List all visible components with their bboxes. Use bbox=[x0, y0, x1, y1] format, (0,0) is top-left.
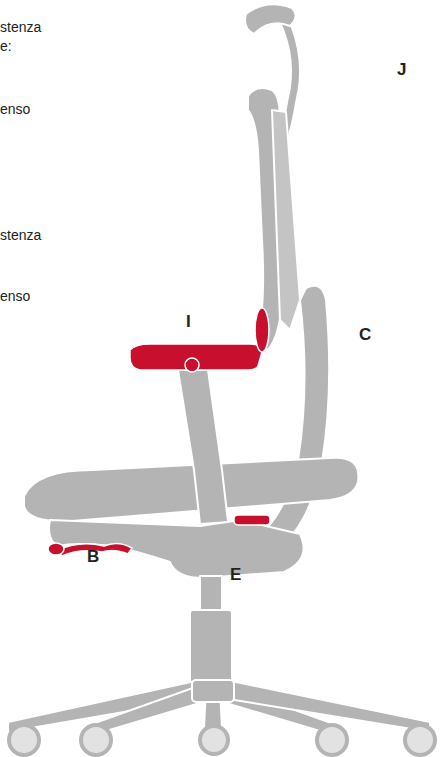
caster bbox=[81, 725, 111, 755]
column-sleeve bbox=[190, 610, 232, 684]
lever-knob bbox=[48, 543, 64, 555]
callout-letter: I bbox=[186, 312, 191, 332]
cropped-note: enso bbox=[0, 288, 30, 305]
callout-letter: B bbox=[87, 547, 99, 567]
cropped-note: enso bbox=[0, 101, 30, 118]
gas-cylinder bbox=[200, 576, 222, 612]
armrest-button bbox=[185, 358, 199, 372]
base-hub bbox=[192, 680, 234, 702]
cropped-note: stenza bbox=[0, 227, 41, 244]
lumbar-knob bbox=[255, 308, 269, 352]
caster bbox=[9, 725, 39, 755]
backrest-mesh bbox=[272, 110, 300, 330]
caster bbox=[200, 726, 228, 754]
caster bbox=[405, 725, 435, 755]
arm-post bbox=[178, 370, 228, 524]
callout-letter: J bbox=[397, 60, 406, 80]
cropped-note: e: bbox=[0, 38, 12, 55]
seat-mechanism bbox=[49, 520, 304, 578]
cropped-note: stenza bbox=[0, 19, 41, 36]
caster bbox=[317, 725, 347, 755]
seat bbox=[24, 458, 358, 522]
tension-lever bbox=[234, 515, 270, 525]
callout-letter: E bbox=[230, 565, 241, 585]
callout-letter: C bbox=[359, 325, 371, 345]
headrest-pad bbox=[245, 4, 296, 34]
